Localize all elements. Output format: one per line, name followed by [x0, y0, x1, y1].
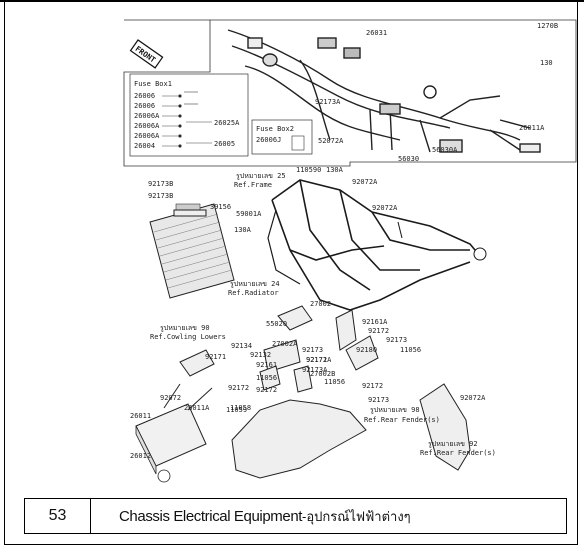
svg-text:92171A: 92171A — [306, 356, 332, 364]
svg-text:11056: 11056 — [324, 378, 345, 386]
svg-text:56030: 56030 — [398, 155, 419, 163]
svg-text:92072A: 92072A — [352, 178, 378, 186]
svg-text:26011A: 26011A — [519, 124, 545, 132]
svg-text:92173: 92173 — [368, 396, 389, 404]
fuse-ref: 26025A — [214, 119, 240, 127]
svg-text:Ref.Frame: Ref.Frame — [234, 181, 272, 189]
svg-text:92132: 92132 — [250, 351, 271, 359]
svg-text:92173A: 92173A — [302, 366, 328, 374]
svg-text:1270B: 1270B — [537, 22, 558, 30]
svg-text:11058: 11058 — [230, 404, 251, 412]
svg-text:130: 130 — [540, 59, 553, 67]
harness-labels: 26031 1270B 130 92173A 26011A 52072A 560… — [148, 22, 558, 188]
svg-text:11059: 11059 — [226, 406, 247, 414]
svg-text:130A: 130A — [326, 166, 344, 174]
svg-text:92072A: 92072A — [372, 204, 398, 212]
svg-text:รูปหมายเลข 98: รูปหมายเลข 98 — [370, 406, 420, 414]
section-title-th: -อุปกรณ์ไฟฟ้าต่างๆ — [302, 508, 411, 524]
radiator — [149, 203, 235, 299]
motorcycle-frame — [267, 179, 487, 311]
battery-box — [135, 383, 213, 483]
fuse-box-1-title: Fuse Box1 — [134, 80, 172, 88]
svg-text:27002: 27002 — [310, 300, 331, 308]
svg-text:รูปหมายเลข 92: รูปหมายเลข 92 — [428, 440, 478, 448]
rear-fender-parts — [173, 209, 471, 479]
fuse-item: 26006A — [134, 122, 160, 130]
svg-text:Ref.Radiator: Ref.Radiator — [228, 289, 279, 297]
fuse-item: 26004 — [134, 142, 155, 150]
svg-text:26012: 26012 — [130, 452, 151, 460]
svg-text:92161A: 92161A — [362, 318, 388, 326]
fuse-box-2-title: Fuse Box2 — [256, 125, 294, 133]
svg-text:27002B: 27002B — [310, 370, 335, 378]
fuse-ref: 26005 — [214, 140, 235, 148]
svg-text:26011A: 26011A — [184, 404, 210, 412]
svg-text:Ref.Rear Fender(s): Ref.Rear Fender(s) — [420, 449, 496, 457]
svg-text:92072: 92072 — [160, 394, 181, 402]
svg-text:92072A: 92072A — [460, 394, 486, 402]
svg-text:92173B: 92173B — [148, 192, 173, 200]
fuse-item: 26006A — [134, 132, 160, 140]
section-title-en: Chassis Electrical Equipment — [119, 507, 303, 525]
svg-text:26011: 26011 — [130, 412, 151, 420]
fuse-box-2-item: 26006J — [256, 136, 281, 144]
svg-text:92172: 92172 — [368, 327, 389, 335]
svg-text:26031: 26031 — [366, 29, 387, 37]
svg-text:รูปหมายเลข 25: รูปหมายเลข 25 — [236, 172, 286, 180]
svg-text:55020: 55020 — [266, 320, 287, 328]
svg-text:39156: 39156 — [210, 203, 231, 211]
svg-text:92134: 92134 — [231, 342, 252, 350]
svg-text:52072A: 52072A — [318, 137, 344, 145]
page-frame — [4, 1, 578, 545]
fuse-box-1: Fuse Box1 26006 26006 26006A 26006A 2600… — [129, 73, 249, 157]
fuse-box-2: Fuse Box2 26006J — [251, 119, 313, 155]
fuse-item: 26006A — [134, 112, 160, 120]
svg-text:รูปหมายเลข 90: รูปหมายเลข 90 — [160, 324, 210, 332]
svg-text:92172: 92172 — [256, 386, 277, 394]
svg-text:92173: 92173 — [302, 346, 323, 354]
svg-text:110590: 110590 — [296, 166, 321, 174]
svg-text:92180: 92180 — [356, 346, 377, 354]
svg-text:92172: 92172 — [228, 384, 249, 392]
harness-inset — [123, 19, 577, 167]
svg-text:รูปหมายเลข 24: รูปหมายเลข 24 — [230, 280, 280, 288]
svg-text:92173B: 92173B — [148, 180, 173, 188]
wiring-harness — [227, 29, 541, 153]
fuse-item: 26006 — [134, 92, 155, 100]
svg-text:92161: 92161 — [256, 361, 277, 369]
front-arrow-icon: FRONT — [129, 39, 164, 69]
section-title: Chassis Electrical Equipment-อุปกรณ์ไฟฟ้… — [91, 498, 567, 534]
svg-text:59001A: 59001A — [236, 210, 262, 218]
svg-text:Ref.Rear Fender(s): Ref.Rear Fender(s) — [364, 416, 440, 424]
svg-text:11056: 11056 — [256, 374, 277, 382]
svg-text:11056: 11056 — [400, 346, 421, 354]
svg-text:27002A: 27002A — [272, 340, 298, 348]
svg-text:92171: 92171 — [205, 353, 226, 361]
svg-text:92172: 92172 — [306, 356, 327, 364]
svg-text:56030A: 56030A — [432, 146, 458, 154]
svg-text:92172: 92172 — [362, 382, 383, 390]
frame-labels: รูปหมายเลข 25 Ref.Frame 92173B 39156 590… — [130, 172, 496, 460]
fuse-item: 26006 — [134, 102, 155, 110]
svg-text:130A: 130A — [234, 226, 252, 234]
svg-text:92173A: 92173A — [315, 98, 341, 106]
svg-text:Ref.Cowling Lowers: Ref.Cowling Lowers — [150, 333, 226, 341]
svg-text:92173: 92173 — [386, 336, 407, 344]
page-number: 53 — [24, 498, 91, 534]
